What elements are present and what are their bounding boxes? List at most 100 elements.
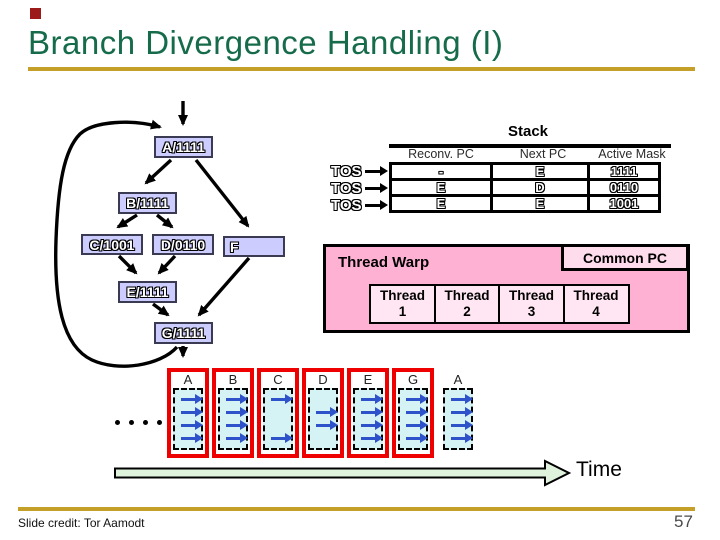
thread-arrow-icon xyxy=(226,394,248,404)
thread-arrow-icon xyxy=(451,394,473,404)
timeline-col-label: C xyxy=(273,372,283,387)
timeline-col-A2: A xyxy=(437,368,479,458)
timeline-col-D: D xyxy=(302,368,344,458)
thread-arrow-icon xyxy=(226,433,248,443)
stack-cell: D xyxy=(490,178,590,197)
thread-word: Thread xyxy=(444,288,490,304)
thread-arrow-icon xyxy=(271,433,293,443)
tos-arrow-icon xyxy=(364,166,388,176)
node-A: A/1111 xyxy=(154,136,213,158)
stack-row: E E 1001 xyxy=(389,194,661,213)
tos-arrow-icon xyxy=(364,200,388,210)
thread-arrow-icon xyxy=(406,407,428,417)
thread-arrow-icon xyxy=(181,420,203,430)
timeline-thread-box xyxy=(173,388,203,450)
tos-label: TOS xyxy=(331,197,362,214)
timeline-thread-box xyxy=(398,388,428,450)
thread-box-4: Thread 4 xyxy=(562,284,630,324)
node-F: F xyxy=(223,236,285,257)
slide-title: Branch Divergence Handling (I) xyxy=(28,24,504,61)
thread-num: 3 xyxy=(527,304,536,319)
timeline: A B C xyxy=(167,368,479,458)
tos-pointer: TOS xyxy=(331,163,388,180)
node-G: G/1111 xyxy=(154,322,213,344)
stack-cell: E xyxy=(490,162,590,181)
timeline-col-label: A xyxy=(183,372,193,387)
stack-col-next-pc: Next PC xyxy=(519,147,567,161)
thread-arrow-icon xyxy=(181,433,203,443)
thread-arrow-icon xyxy=(406,433,428,443)
timeline-thread-box xyxy=(308,388,338,450)
thread-arrow-icon xyxy=(316,420,338,430)
thread-arrow-icon xyxy=(226,407,248,417)
tos-label: TOS xyxy=(331,180,362,197)
timeline-thread-box xyxy=(353,388,383,450)
thread-word: Thread xyxy=(508,288,554,304)
thread-arrow-icon xyxy=(271,394,293,404)
timeline-thread-box xyxy=(443,388,473,450)
timeline-col-label: A xyxy=(453,372,463,387)
thread-num: 1 xyxy=(398,304,407,319)
stack-cell: 1111 xyxy=(587,162,661,181)
stack-header-rule xyxy=(389,144,671,148)
timeline-thread-box xyxy=(218,388,248,450)
title-underline xyxy=(28,67,695,71)
timeline-col-G: G xyxy=(392,368,434,458)
stack-cell: 0110 xyxy=(587,178,661,197)
stack-cell: 1001 xyxy=(587,194,661,213)
node-D: D/0110 xyxy=(152,234,214,255)
timeline-thread-box xyxy=(263,388,293,450)
thread-arrow-icon xyxy=(406,420,428,430)
corner-mark xyxy=(30,8,41,19)
thread-arrow-icon xyxy=(361,433,383,443)
tos-pointer: TOS xyxy=(331,197,388,214)
thread-arrow-icon xyxy=(451,420,473,430)
common-pc-box: Common PC xyxy=(561,244,689,271)
thread-box-3: Thread 3 xyxy=(498,284,565,324)
stack-cell: E xyxy=(389,194,493,213)
timeline-col-A: A xyxy=(167,368,209,458)
thread-num: 4 xyxy=(592,304,600,319)
node-E: E/1111 xyxy=(118,281,177,303)
time-label: Time xyxy=(576,458,622,481)
thread-warp-label: Thread Warp xyxy=(338,254,430,271)
timeline-col-label: E xyxy=(363,372,373,387)
thread-num: 2 xyxy=(463,304,471,319)
thread-arrow-icon xyxy=(406,394,428,404)
thread-arrow-icon xyxy=(181,394,203,404)
footer-rule xyxy=(18,507,695,511)
timeline-col-C: C xyxy=(257,368,299,458)
thread-word: Thread xyxy=(379,288,425,304)
stack-column-headers: Reconv. PC Next PC Active Mask xyxy=(389,147,671,161)
tos-pointer: TOS xyxy=(331,180,388,197)
stack-cell: E xyxy=(389,178,493,197)
thread-arrow-icon xyxy=(451,407,473,417)
page-number: 57 xyxy=(674,512,693,531)
node-B: B/1111 xyxy=(118,192,177,214)
stack-cell: - xyxy=(389,162,493,181)
timeline-col-E: E xyxy=(347,368,389,458)
thread-arrow-icon xyxy=(451,433,473,443)
thread-arrow-icon xyxy=(361,420,383,430)
timeline-col-label: B xyxy=(228,372,238,387)
thread-arrow-icon xyxy=(361,394,383,404)
thread-arrow-icon xyxy=(361,407,383,417)
tos-arrow-icon xyxy=(364,183,388,193)
slide-credit: Slide credit: Tor Aamodt xyxy=(18,516,145,530)
stack-row: - E 1111 xyxy=(389,162,661,181)
thread-box-1: Thread 1 xyxy=(369,284,436,324)
stack-title: Stack xyxy=(507,123,549,140)
tos-label: TOS xyxy=(331,163,362,180)
thread-boxes: Thread 1 Thread 2 Thread 3 Thread 4 xyxy=(369,284,630,324)
stack-row: E D 0110 xyxy=(389,178,661,197)
timeline-col-label: G xyxy=(407,372,419,387)
timeline-col-label: D xyxy=(318,372,328,387)
thread-word: Thread xyxy=(573,288,619,304)
stack-cell: E xyxy=(490,194,590,213)
thread-arrow-icon xyxy=(226,420,248,430)
thread-box-2: Thread 2 xyxy=(433,284,501,324)
node-C: C/1001 xyxy=(81,234,143,255)
thread-arrow-icon xyxy=(181,407,203,417)
stack-col-active-mask: Active Mask xyxy=(598,147,666,161)
